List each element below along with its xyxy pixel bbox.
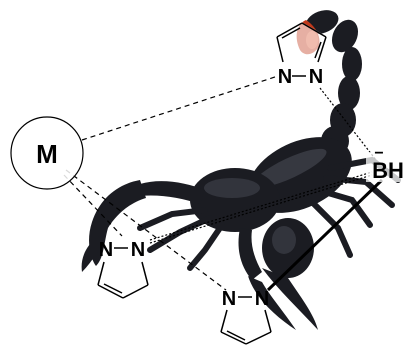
pyrazole-top-n1: N xyxy=(278,66,292,88)
scorpion-legs-left xyxy=(140,210,222,268)
pyrazole-left-n1: N xyxy=(99,239,113,261)
pyrazole-bottom-n1: N xyxy=(222,288,236,310)
pyrazole-bottom: N N xyxy=(220,288,272,345)
metal-label: M xyxy=(36,139,58,169)
metal-center: M xyxy=(11,117,83,189)
pyrazole-left: N N xyxy=(98,239,148,298)
pyrazole-bottom-n2: N xyxy=(255,288,269,310)
boron-charge: − xyxy=(374,145,383,162)
boron-center: BH − xyxy=(366,145,410,183)
pyrazole-top-n2: N xyxy=(309,66,323,88)
pyrazole-top: N N xyxy=(276,22,326,88)
pyrazole-left-n2: N xyxy=(131,239,145,261)
bond-m-to-top-pyrazole xyxy=(82,76,278,140)
